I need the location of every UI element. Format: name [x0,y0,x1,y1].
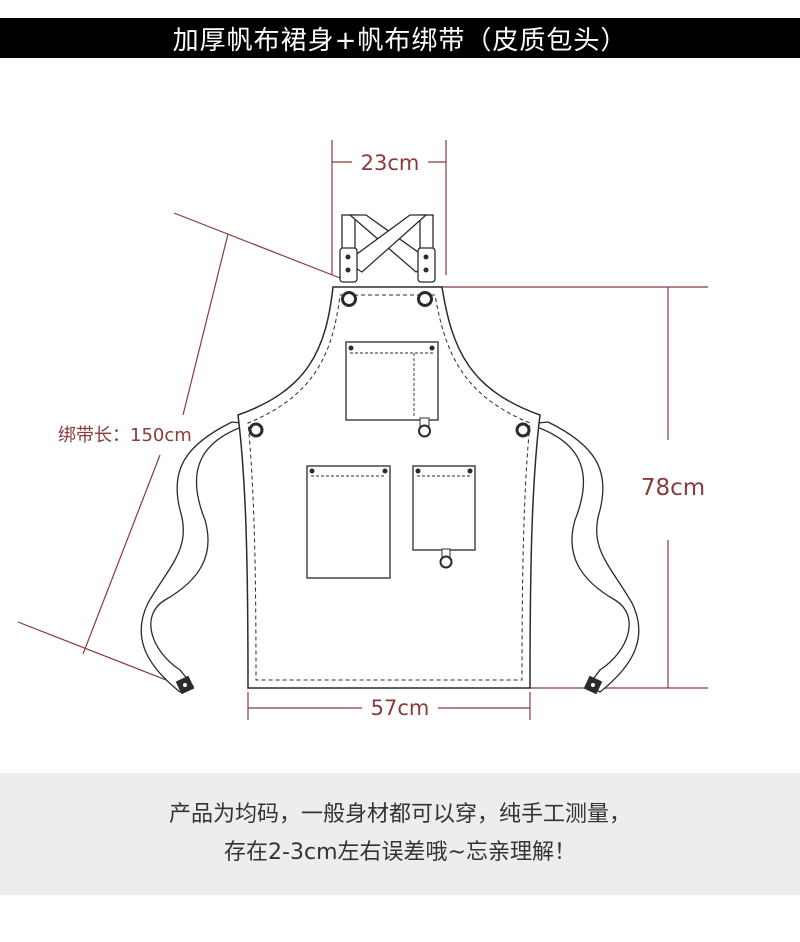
strap-rivets [345,254,429,273]
size-note-line2: 存在2-3cm左右误差哦~忘亲理解！ [224,840,576,865]
size-note: 产品为均码，一般身材都可以穿，纯手工测量， 存在2-3cm左右误差哦~忘亲理解！ [0,773,800,895]
page-title: 加厚帆布裙身+帆布绑带（皮质包头） [0,18,800,58]
strap-width-label: 23cm [361,151,420,175]
length-label: 78cm [641,475,705,501]
strap-buckles [339,247,436,283]
left-pocket [306,465,391,579]
waist-tie-right [527,421,640,693]
apron-stitching [247,294,531,681]
chest-pocket [345,341,439,438]
strap-cross-b [344,214,428,273]
size-note-line1: 产品为均码，一般身材都可以穿，纯手工测量， [168,802,631,827]
tie-ext-bottom [17,621,185,688]
tie-length-label: 绑带长：150cm [58,425,192,446]
dimension-lines [17,140,708,720]
tie-line-top [182,233,229,416]
width-label: 57cm [371,696,430,720]
grommets [248,291,531,438]
tie-ext-top [173,212,341,279]
tie-line-bottom [82,454,161,655]
apron-diagram: 23cm 78cm 57cm 绑带长：150cm [17,140,708,720]
right-pocket [412,465,476,569]
